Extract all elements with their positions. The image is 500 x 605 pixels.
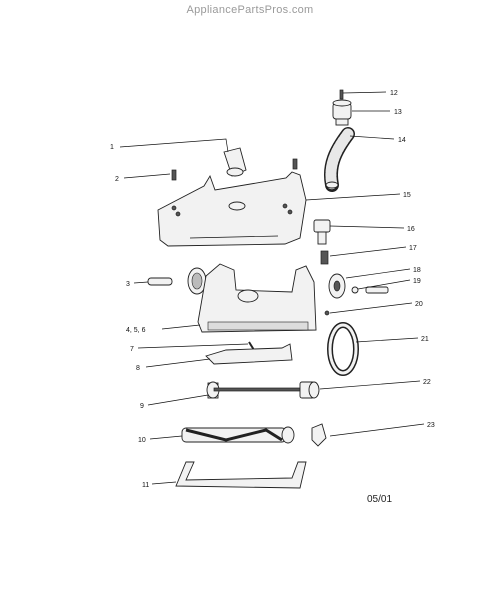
callout-8: 8 xyxy=(136,365,140,372)
callout-16: 16 xyxy=(407,226,415,233)
watermark: AppliancePartsPros.com xyxy=(186,4,314,16)
part-13-hose-connector[interactable] xyxy=(332,99,352,126)
callout-10: 10 xyxy=(138,437,146,444)
part-19-axle[interactable] xyxy=(351,286,389,294)
callout-1: 1 xyxy=(110,144,114,151)
part-23-clip[interactable] xyxy=(311,423,327,447)
callout-18: 18 xyxy=(413,267,421,274)
part-18-wheel[interactable] xyxy=(328,273,346,299)
part-9-shaft[interactable] xyxy=(206,381,301,399)
callout-12: 12 xyxy=(390,90,398,97)
date-code: 05/01 xyxy=(367,494,393,505)
part-12-screw[interactable] xyxy=(339,89,344,100)
callout-17: 17 xyxy=(409,245,417,252)
part-8-bottom-plate[interactable] xyxy=(205,343,293,365)
callout-9: 9 xyxy=(140,403,144,410)
callout-labels: 1 2 3 4, 5, 6 7 8 9 10 11 12 13 14 15 16… xyxy=(110,90,435,489)
part-2-screw[interactable] xyxy=(171,169,177,181)
callout-14: 14 xyxy=(398,137,406,144)
callout-2: 2 xyxy=(115,176,119,183)
callout-4-5-6: 4, 5, 6 xyxy=(126,327,146,334)
part-1-nozzle-elbow[interactable] xyxy=(223,147,247,177)
part-15-hood[interactable] xyxy=(157,171,307,247)
callout-11: 11 xyxy=(142,482,149,489)
callout-3: 3 xyxy=(126,281,130,288)
part-22-end-cap[interactable] xyxy=(299,381,320,399)
part-17-spring[interactable] xyxy=(320,250,329,265)
callout-7: 7 xyxy=(130,346,134,353)
part-14-hose[interactable] xyxy=(324,127,355,192)
part-20-screw[interactable] xyxy=(324,310,330,316)
callout-23: 23 xyxy=(427,422,435,429)
callout-15: 15 xyxy=(403,192,411,199)
callout-19: 19 xyxy=(413,278,421,285)
part-10-brush-roll[interactable] xyxy=(181,426,295,444)
part-16-pedal[interactable] xyxy=(313,219,331,245)
hood-screw[interactable] xyxy=(292,158,298,170)
part-4-5-6-base[interactable] xyxy=(197,263,317,333)
callout-13: 13 xyxy=(394,109,402,116)
callout-22: 22 xyxy=(423,379,431,386)
part-3-axle[interactable] xyxy=(147,277,173,286)
part-11-bumper[interactable] xyxy=(175,461,307,489)
callout-20: 20 xyxy=(415,301,423,308)
callout-21: 21 xyxy=(421,336,429,343)
leader-lines xyxy=(119,91,425,485)
part-21-belt[interactable] xyxy=(327,322,359,376)
